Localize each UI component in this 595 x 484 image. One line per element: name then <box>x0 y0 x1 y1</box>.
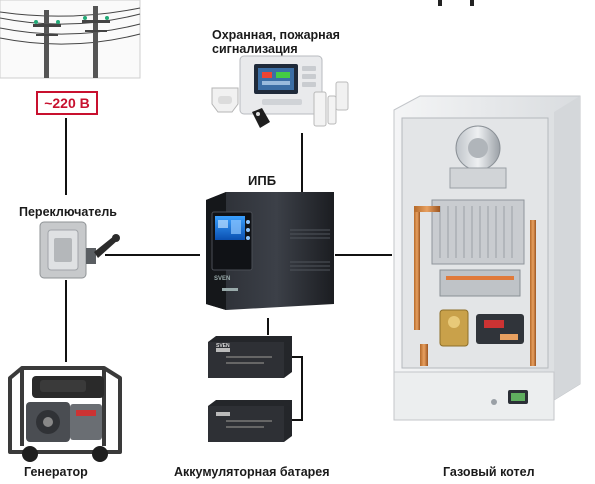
voltage-label: ~220 В <box>36 91 98 115</box>
boiler-label: Газовый котел <box>443 465 535 479</box>
corner-fragment <box>438 0 474 6</box>
generator-label: Генератор <box>24 465 88 479</box>
gas-boiler-illustration <box>393 95 581 421</box>
ups-label: ИПБ <box>248 173 277 188</box>
battery-illustration-2 <box>208 400 292 442</box>
alarm-system-illustration <box>211 55 349 128</box>
alarm-label-line2: сигнализация <box>212 42 298 56</box>
battery-brand: SVEN <box>216 343 230 349</box>
alarm-label-line1: Охранная, пожарная <box>212 28 340 42</box>
battery-illustration-1 <box>208 336 292 378</box>
connector-lines <box>65 118 392 421</box>
generator-illustration <box>8 366 122 462</box>
switch-label: Переключатель <box>19 205 117 219</box>
switch-illustration <box>39 221 120 279</box>
power-line-illustration <box>0 0 141 79</box>
alarm-label: Охранная, пожарная сигнализация <box>212 28 340 56</box>
ups-brand: SVEN <box>214 276 231 282</box>
battery-label: Аккумуляторная батарея <box>174 465 330 479</box>
ups-illustration <box>206 192 334 310</box>
